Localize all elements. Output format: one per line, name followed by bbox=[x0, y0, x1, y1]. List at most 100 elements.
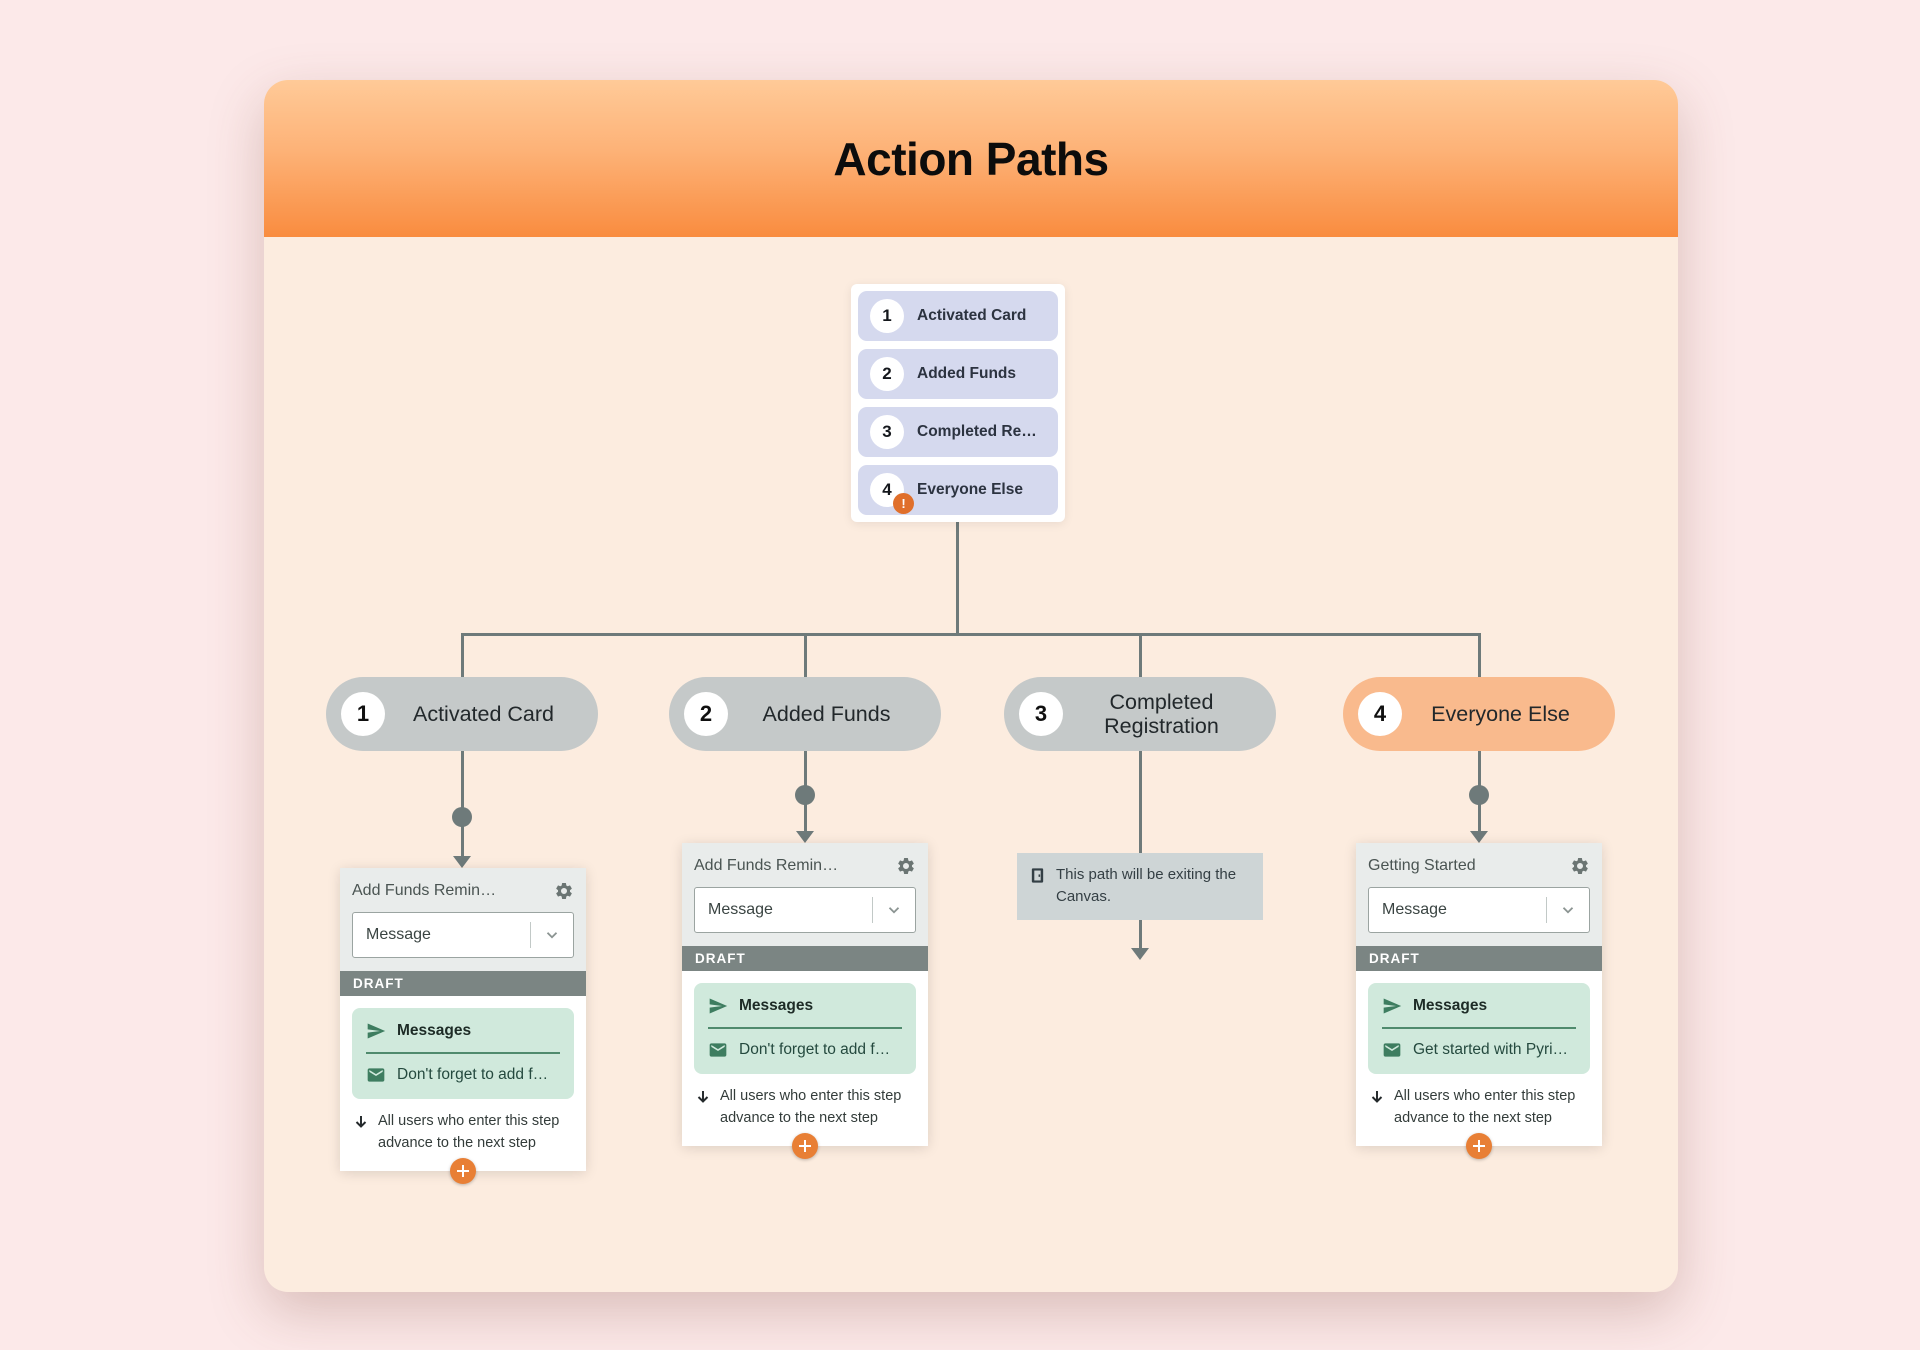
branch-label: Added Funds bbox=[762, 701, 891, 726]
message-step-card[interactable]: Getting Started Message DRAFT bbox=[1356, 843, 1602, 1159]
advance-note-text: All users who enter this step advance to… bbox=[720, 1088, 902, 1126]
message-step-card[interactable]: Add Funds Remin… Message DRAFT bbox=[682, 843, 928, 1159]
exit-canvas-note: This path will be exiting the Canvas. bbox=[1017, 853, 1263, 920]
connector-line bbox=[1139, 633, 1142, 677]
divider bbox=[366, 1052, 560, 1054]
connector-arrow bbox=[453, 856, 471, 868]
add-step-button[interactable] bbox=[1466, 1132, 1492, 1159]
path-step-item[interactable]: 1 Activated Card bbox=[858, 291, 1058, 341]
envelope-icon bbox=[367, 1068, 385, 1082]
step-number-badge: 1 bbox=[870, 299, 904, 333]
plus-icon bbox=[457, 1164, 469, 1177]
select-divider bbox=[872, 897, 873, 923]
status-badge: DRAFT bbox=[340, 971, 586, 996]
connector-line bbox=[461, 751, 464, 856]
messages-group-label: Messages bbox=[397, 1022, 472, 1039]
warning-icon: ! bbox=[893, 493, 914, 514]
message-title[interactable]: Don't forget to add f… bbox=[739, 1041, 891, 1058]
connector-line bbox=[461, 633, 1480, 636]
message-title[interactable]: Don't forget to add f… bbox=[397, 1066, 549, 1083]
audience-paths-node[interactable]: 1 Activated Card 2 Added Funds 3 Complet… bbox=[851, 284, 1065, 522]
branch-pill-completed-registration[interactable]: 3 Completed Registration bbox=[1004, 677, 1276, 751]
branch-number-badge: 3 bbox=[1019, 692, 1063, 736]
send-icon bbox=[1383, 998, 1402, 1014]
advance-note: All users who enter this step advance to… bbox=[352, 1111, 574, 1171]
step-label: Activated Card bbox=[917, 307, 1027, 324]
message-step-card[interactable]: Add Funds Remin… Message DRAFT bbox=[340, 868, 586, 1184]
connector-line bbox=[956, 522, 959, 633]
gear-icon[interactable] bbox=[896, 856, 916, 876]
messages-group[interactable]: Messages Don't forget to add f… bbox=[352, 1008, 574, 1099]
step-number-badge: 2 bbox=[870, 357, 904, 391]
send-icon bbox=[367, 1023, 386, 1039]
branch-number-badge: 4 bbox=[1358, 692, 1402, 736]
message-title[interactable]: Get started with Pyri… bbox=[1413, 1041, 1569, 1058]
plus-icon bbox=[1473, 1139, 1485, 1152]
messages-group-label: Messages bbox=[1413, 997, 1488, 1014]
channel-select[interactable]: Message bbox=[352, 912, 574, 958]
step-number-badge: 4 ! bbox=[870, 473, 914, 514]
branch-number-badge: 1 bbox=[341, 692, 385, 736]
step-number: 3 bbox=[882, 422, 892, 441]
connector-line bbox=[1478, 633, 1481, 677]
step-number: 4 bbox=[882, 480, 892, 499]
messages-group-label: Messages bbox=[739, 997, 814, 1014]
step-number: 2 bbox=[882, 364, 892, 383]
gear-icon[interactable] bbox=[1570, 856, 1590, 876]
connector-arrow bbox=[1131, 948, 1149, 960]
connector-dot bbox=[1469, 785, 1489, 805]
panel-header: Action Paths bbox=[264, 80, 1678, 237]
down-arrow-icon bbox=[355, 1116, 367, 1128]
channel-select[interactable]: Message bbox=[694, 887, 916, 933]
step-label: Added Funds bbox=[917, 365, 1017, 382]
envelope-icon bbox=[709, 1043, 727, 1057]
connector-arrow bbox=[796, 831, 814, 843]
send-icon bbox=[709, 998, 728, 1014]
step-number-badge: 3 bbox=[870, 415, 904, 449]
action-paths-panel: Action Paths 1 Activated Card 2 Added Fu… bbox=[264, 80, 1678, 1292]
status-badge: DRAFT bbox=[682, 946, 928, 971]
select-divider bbox=[530, 922, 531, 948]
step-label: Everyone Else bbox=[917, 481, 1023, 498]
down-arrow-icon bbox=[1371, 1091, 1383, 1103]
branch-pill-activated-card[interactable]: 1 Activated Card bbox=[326, 677, 598, 751]
connector-line bbox=[461, 633, 464, 677]
chevron-down-icon bbox=[1547, 888, 1589, 932]
advance-note-text: All users who enter this step advance to… bbox=[1394, 1088, 1576, 1126]
path-step-item[interactable]: 4 ! Everyone Else bbox=[858, 465, 1058, 515]
gear-icon[interactable] bbox=[554, 881, 574, 901]
channel-select-value: Message bbox=[1382, 901, 1447, 918]
branch-number-badge: 2 bbox=[684, 692, 728, 736]
path-step-item[interactable]: 2 Added Funds bbox=[858, 349, 1058, 399]
exit-door-icon bbox=[1031, 868, 1044, 883]
channel-select[interactable]: Message bbox=[1368, 887, 1590, 933]
step-title: Getting Started bbox=[1368, 857, 1476, 874]
connector-line bbox=[1139, 920, 1142, 949]
envelope-icon bbox=[1383, 1043, 1401, 1057]
down-arrow-icon bbox=[697, 1091, 709, 1103]
messages-group[interactable]: Messages Get started with Pyri… bbox=[1368, 983, 1590, 1074]
select-divider bbox=[1546, 897, 1547, 923]
plus-icon bbox=[799, 1139, 811, 1152]
connector-dot bbox=[795, 785, 815, 805]
advance-note-text: All users who enter this step advance to… bbox=[378, 1113, 560, 1151]
step-title: Add Funds Remin… bbox=[352, 882, 497, 899]
branch-pill-added-funds[interactable]: 2 Added Funds bbox=[669, 677, 941, 751]
branch-label: Everyone Else bbox=[1431, 701, 1570, 726]
path-step-item[interactable]: 3 Completed Re… bbox=[858, 407, 1058, 457]
connector-arrow bbox=[1470, 831, 1488, 843]
status-badge: DRAFT bbox=[1356, 946, 1602, 971]
chevron-down-icon bbox=[531, 913, 573, 957]
step-card-header: Getting Started Message bbox=[1356, 843, 1602, 946]
add-step-button[interactable] bbox=[450, 1157, 476, 1184]
channel-select-value: Message bbox=[708, 901, 773, 918]
connector-dot bbox=[452, 807, 472, 827]
branch-label: Completed Registration bbox=[1104, 689, 1219, 738]
channel-select-value: Message bbox=[366, 926, 431, 943]
exit-note-text: This path will be exiting the Canvas. bbox=[1056, 866, 1237, 905]
branch-pill-everyone-else[interactable]: 4 Everyone Else bbox=[1343, 677, 1615, 751]
divider bbox=[708, 1027, 902, 1029]
add-step-button[interactable] bbox=[792, 1132, 818, 1159]
messages-group[interactable]: Messages Don't forget to add f… bbox=[694, 983, 916, 1074]
